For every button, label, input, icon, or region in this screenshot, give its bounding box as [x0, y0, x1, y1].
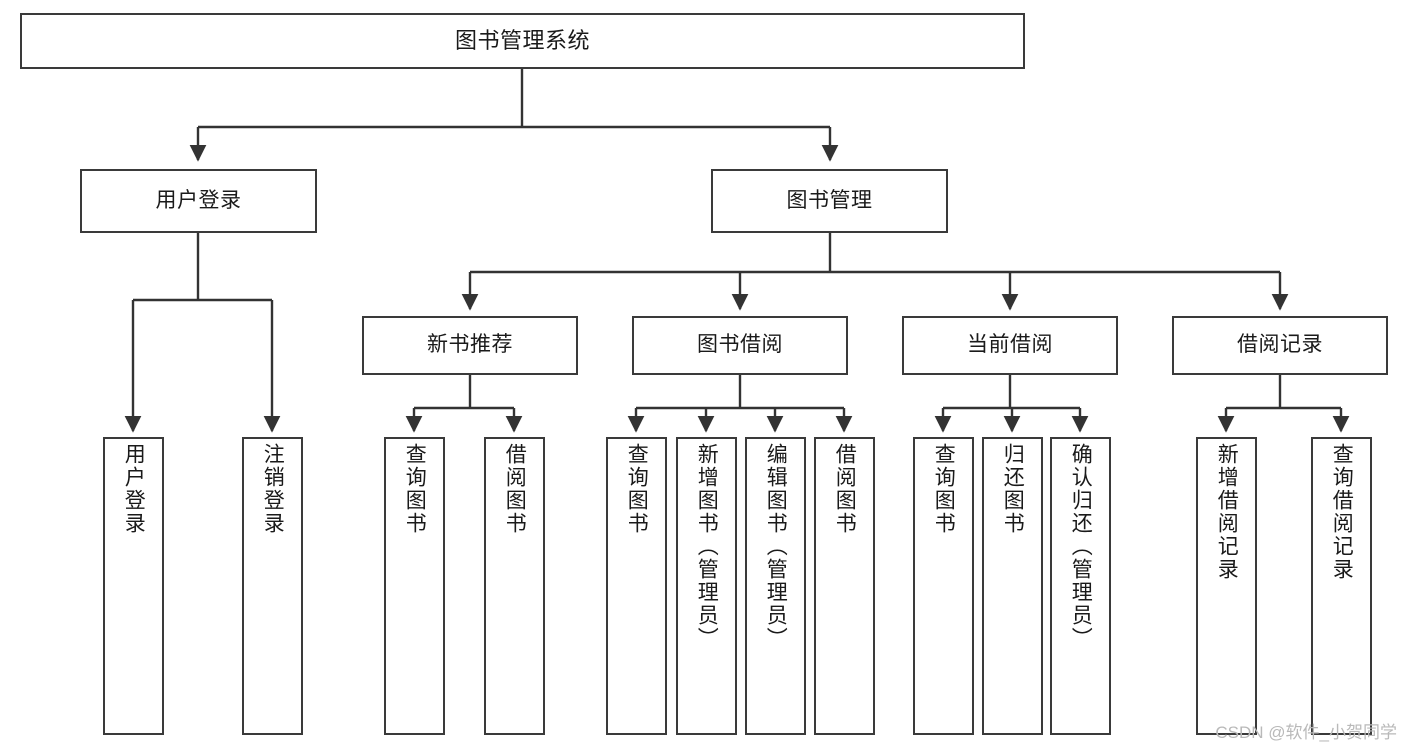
leaf-borrow-record-add[interactable]: 新增借阅记录 [1196, 437, 1257, 735]
leaf-current-borrow-confirm-return-admin[interactable]: 确认归还（管理员） [1050, 437, 1111, 735]
node-label: 借阅记录 [1237, 333, 1323, 357]
leaf-book-borrow-query[interactable]: 查询图书 [606, 437, 667, 735]
node-label: 图书管理系统 [454, 28, 590, 54]
node-label: 当前借阅 [967, 333, 1053, 357]
node-label: 注销登录 [261, 443, 285, 535]
node-label: 归还图书 [1001, 443, 1025, 535]
node-root-book-management-system[interactable]: 图书管理系统 [20, 13, 1025, 69]
leaf-current-borrow-return[interactable]: 归还图书 [982, 437, 1043, 735]
leaf-book-borrow-borrow[interactable]: 借阅图书 [814, 437, 875, 735]
node-label: 新书推荐 [427, 333, 513, 357]
leaf-current-borrow-query[interactable]: 查询图书 [913, 437, 974, 735]
node-label: 新增借阅记录 [1215, 443, 1239, 581]
leaf-new-book-query[interactable]: 查询图书 [384, 437, 445, 735]
leaf-borrow-record-query[interactable]: 查询借阅记录 [1311, 437, 1372, 735]
node-book-management[interactable]: 图书管理 [711, 169, 948, 233]
node-label: 用户登录 [122, 443, 146, 535]
node-label: 查询借阅记录 [1330, 443, 1354, 581]
csdn-watermark: CSDN @软件_小贺同学 [1215, 723, 1397, 742]
node-user-login[interactable]: 用户登录 [80, 169, 317, 233]
leaf-new-book-borrow[interactable]: 借阅图书 [484, 437, 545, 735]
node-label: 图书管理 [786, 188, 873, 212]
leaf-book-borrow-add-admin[interactable]: 新增图书（管理员） [676, 437, 737, 735]
leaf-user-login-login[interactable]: 用户登录 [103, 437, 164, 735]
node-label: 查询图书 [625, 443, 649, 535]
node-book-borrow[interactable]: 图书借阅 [632, 316, 848, 375]
node-label: 图书借阅 [697, 333, 783, 357]
node-new-book-recommend[interactable]: 新书推荐 [362, 316, 578, 375]
node-borrow-record[interactable]: 借阅记录 [1172, 316, 1388, 375]
node-label: 确认归还（管理员） [1069, 443, 1093, 650]
node-label: 查询图书 [932, 443, 956, 535]
node-current-borrow[interactable]: 当前借阅 [902, 316, 1118, 375]
node-label: 查询图书 [403, 443, 427, 535]
leaf-book-borrow-edit-admin[interactable]: 编辑图书（管理员） [745, 437, 806, 735]
node-label: 新增图书（管理员） [695, 443, 719, 650]
node-label: 用户登录 [155, 188, 242, 212]
leaf-user-login-logout[interactable]: 注销登录 [242, 437, 303, 735]
node-label: 借阅图书 [503, 443, 527, 535]
node-label: 编辑图书（管理员） [764, 443, 788, 650]
node-label: 借阅图书 [833, 443, 857, 535]
